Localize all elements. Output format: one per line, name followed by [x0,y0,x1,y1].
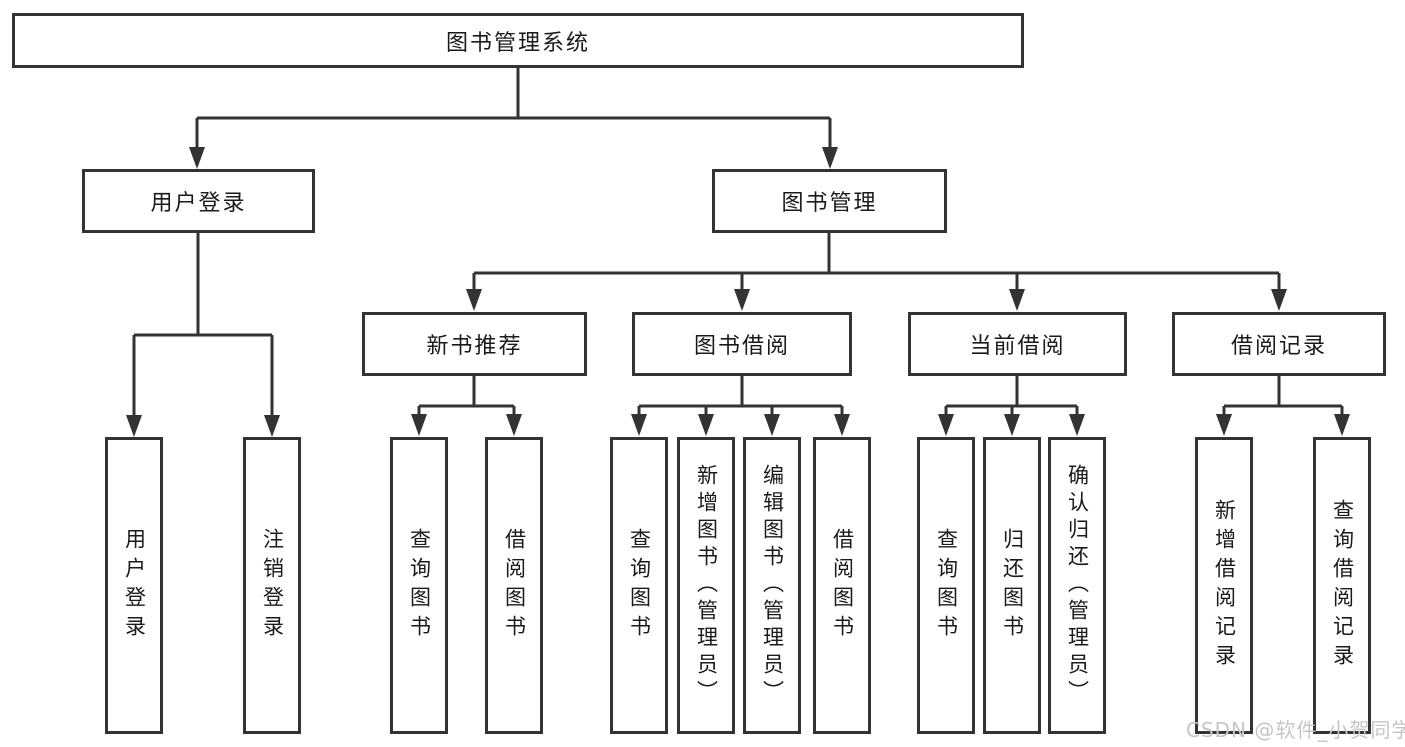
leaf-query-books-borrow: 查询图书 [610,437,668,734]
edge-root-split [195,68,832,149]
node-book-borrow-label: 图书借阅 [693,334,790,359]
edge-records-split [1222,376,1344,416]
node-book-borrow: 图书借阅 [632,312,852,376]
edge-newbooks-split [417,376,516,416]
arrowhead-icon [466,289,482,311]
leaf-logout-label: 注销登录 [260,527,285,644]
arrowhead-icon [764,414,780,436]
leaf-borrow-books-recommend: 借阅图书 [485,437,543,734]
arrowhead-icon [938,414,954,436]
node-book-management-label: 图书管理 [781,191,878,216]
node-borrow-records: 借阅记录 [1172,312,1386,376]
edge-userlogin-split [132,233,274,417]
arrowhead-icon [631,414,647,436]
arrowheads [126,147,1350,437]
arrowhead-icon [189,147,205,169]
leaf-query-borrow-record: 查询借阅记录 [1313,437,1371,734]
node-library-system-label: 图书管理系统 [445,30,590,56]
leaf-edit-book-admin: 编辑图书（管理员） [743,437,801,734]
edge-current-split [944,376,1079,416]
leaf-logout: 注销登录 [243,437,301,734]
edge-bookmgmt-split [472,233,1281,292]
node-new-book-recommend: 新书推荐 [362,312,587,376]
leaf-query-books-recommend-label: 查询图书 [407,527,432,644]
leaf-user-login-label: 用户登录 [122,527,147,644]
arrowhead-icon [1216,414,1232,436]
node-user-login-label: 用户登录 [150,191,247,216]
arrowhead-icon [698,414,714,436]
node-library-system: 图书管理系统 [12,13,1024,68]
node-current-borrow-label: 当前借阅 [969,334,1066,359]
arrowhead-icon [834,414,850,436]
leaf-add-book-admin: 新增图书（管理员） [677,437,735,734]
arrowhead-icon [264,415,280,437]
node-borrow-records-label: 借阅记录 [1230,334,1327,359]
leaf-user-login: 用户登录 [105,437,163,734]
leaf-query-books-current: 查询图书 [917,437,975,734]
arrowhead-icon [1069,414,1085,436]
arrowhead-icon [1004,414,1020,436]
leaf-borrow-books-label: 借阅图书 [830,527,855,644]
arrowhead-icon [1009,289,1025,311]
leaf-edit-book-admin-label: 编辑图书（管理员） [760,464,785,707]
arrowhead-icon [1334,414,1350,436]
arrowhead-icon [1271,289,1287,311]
leaf-return-book-label: 归还图书 [1000,527,1025,644]
arrowhead-icon [734,289,750,311]
leaf-query-books-recommend: 查询图书 [390,437,448,734]
leaf-confirm-return-admin-label: 确认归还（管理员） [1065,464,1090,707]
leaf-confirm-return-admin: 确认归还（管理员） [1048,437,1106,734]
leaf-query-borrow-record-label: 查询借阅记录 [1330,498,1355,673]
arrowhead-icon [411,414,427,436]
arrowhead-icon [126,415,142,437]
leaf-borrow-books-recommend-label: 借阅图书 [502,527,527,644]
leaf-add-borrow-record-label: 新增借阅记录 [1212,498,1237,673]
arrowhead-icon [506,414,522,436]
csdn-watermark: CSDN @软件_小贺同学 [1186,718,1405,742]
leaf-query-books-borrow-label: 查询图书 [627,527,652,644]
node-current-borrow: 当前借阅 [908,312,1127,376]
node-user-login: 用户登录 [82,169,315,233]
leaf-return-book: 归还图书 [983,437,1041,734]
node-new-book-recommend-label: 新书推荐 [426,334,523,359]
leaf-add-book-admin-label: 新增图书（管理员） [694,464,719,707]
node-book-management: 图书管理 [712,169,947,233]
edge-borrow-split [637,376,844,416]
leaf-query-books-current-label: 查询图书 [934,527,959,644]
arrowhead-icon [822,147,838,169]
leaf-borrow-books: 借阅图书 [813,437,871,734]
leaf-add-borrow-record: 新增借阅记录 [1195,437,1253,734]
